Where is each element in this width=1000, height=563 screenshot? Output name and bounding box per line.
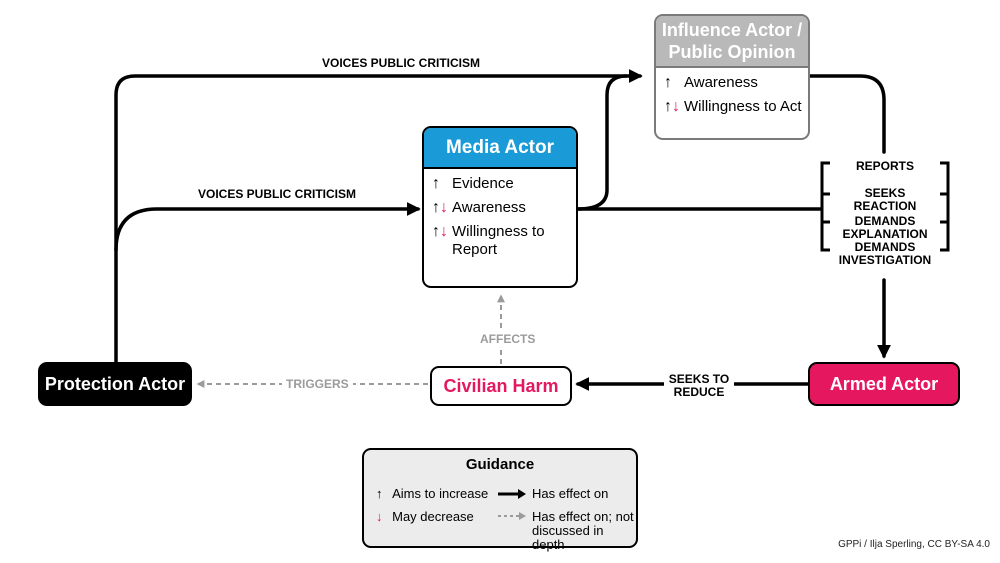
- edge-label-seeks-to-reduce: SEEKS TO REDUCE: [664, 373, 734, 399]
- edge-media-to-influence: [576, 74, 628, 211]
- influence-row-awareness: ↑ Awareness: [664, 74, 808, 92]
- media-row-label: Evidence: [452, 175, 514, 192]
- edge-protection-to-influence: [114, 69, 643, 364]
- legend-has-effect: Has effect on: [532, 486, 609, 501]
- media-row-willingness: ↑↓ Willingness to Report: [432, 223, 576, 259]
- reaction-bracket: [820, 161, 950, 252]
- increase-decrease-arrows-icon: ↑↓: [432, 223, 448, 240]
- influence-row-willingness: ↑↓ Willingness to Act: [664, 98, 808, 116]
- influence-actor-node: Influence Actor / Public Opinion ↑ Aware…: [654, 14, 810, 140]
- media-row-evidence: ↑ Evidence: [432, 175, 576, 193]
- protection-actor-node: Protection Actor: [38, 362, 192, 406]
- media-actor-title: Media Actor: [424, 128, 576, 169]
- civilian-harm-node: Civilian Harm: [430, 366, 572, 406]
- legend-decrease-label: May decrease: [392, 509, 474, 524]
- legend-arrow-icons: [498, 489, 526, 520]
- edge-label-reports: REPORTS: [855, 159, 914, 173]
- legend-increase: ↑ Aims to increase: [376, 487, 488, 501]
- increase-arrow-icon: ↑: [376, 486, 383, 501]
- edge-label-triggers: TRIGGERS: [282, 377, 353, 391]
- seeks-to-reduce-line-2: REDUCE: [673, 385, 725, 399]
- edge-label-demands-investigation-1: DEMANDS: [854, 240, 916, 254]
- armed-actor-label: Armed Actor: [829, 373, 939, 394]
- reaction-labels: REPORTS SEEKS REACTION DEMANDS EXPLANATI…: [832, 160, 938, 267]
- influence-row-label: Willingness to Act: [684, 98, 802, 115]
- legend-decrease: ↓ May decrease: [376, 510, 474, 524]
- legend-has-effect-not-discussed: Has effect on; not discussed in depth: [532, 510, 636, 552]
- legend-dashed-line-1: Has effect on; not: [532, 509, 634, 524]
- influence-actor-title: Influence Actor / Public Opinion: [656, 16, 808, 68]
- armed-actor-node: Armed Actor: [808, 362, 960, 406]
- increase-decrease-arrows-icon: ↑↓: [664, 98, 680, 115]
- increase-arrow-icon: ↑: [432, 175, 440, 192]
- media-row-label: Awareness: [452, 199, 526, 216]
- increase-decrease-arrows-icon: ↑↓: [432, 199, 448, 216]
- guidance-legend: Guidance ↑ Aims to increase ↓ May decrea…: [362, 448, 638, 552]
- edge-label-seeks-reaction: SEEKS REACTION: [853, 186, 917, 213]
- media-row-awareness: ↑↓ Awareness: [432, 199, 576, 217]
- legend-dashed-line-2: discussed in depth: [532, 523, 604, 552]
- guidance-title: Guidance: [465, 456, 535, 473]
- edge-label-demands-explanation-2: EXPLANATION: [842, 227, 928, 241]
- edge-label-affects: AFFECTS: [478, 331, 538, 347]
- credit-text: GPPi / Ilja Sperling, CC BY-SA 4.0: [838, 539, 990, 550]
- influence-row-label: Awareness: [684, 74, 758, 91]
- edge-protection-to-media: [114, 202, 421, 252]
- edge-label-voices-criticism-top: VOICES PUBLIC CRITICISM: [322, 56, 481, 70]
- edge-label-demands-investigation-2: INVESTIGATION: [838, 253, 932, 267]
- increase-arrow-icon: ↑: [664, 74, 672, 91]
- legend-increase-label: Aims to increase: [392, 486, 489, 501]
- civilian-harm-label: Civilian Harm: [443, 375, 559, 396]
- decrease-arrow-icon: ↓: [376, 509, 383, 524]
- edge-label-demands-explanation-1: DEMANDS: [854, 214, 916, 228]
- edge-influence-to-armed: [806, 74, 886, 154]
- edge-label-voices-criticism-mid: VOICES PUBLIC CRITICISM: [198, 187, 357, 201]
- seeks-to-reduce-line-1: SEEKS TO: [668, 372, 730, 386]
- media-actor-node: Media Actor ↑ Evidence ↑↓ Awareness ↑↓ W…: [422, 126, 578, 288]
- protection-actor-label: Protection Actor: [44, 373, 186, 394]
- media-row-label: Willingness to Report: [452, 223, 545, 258]
